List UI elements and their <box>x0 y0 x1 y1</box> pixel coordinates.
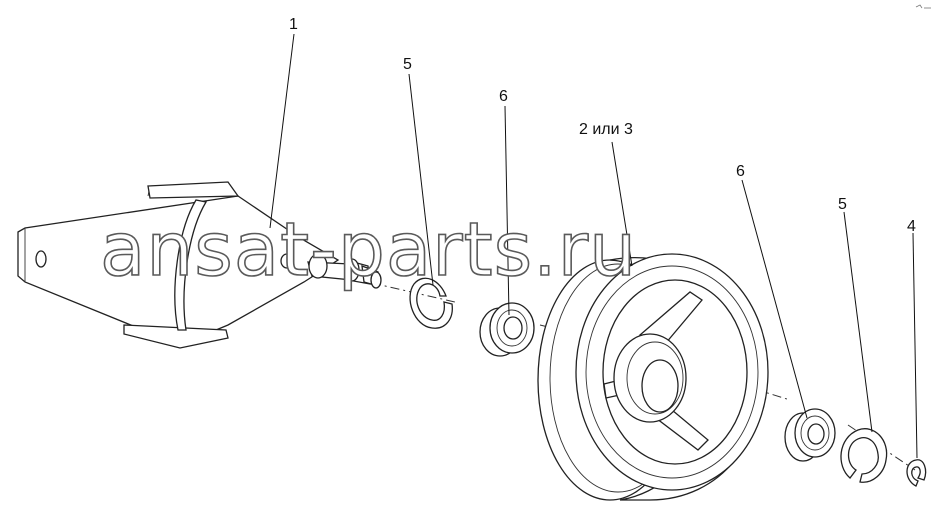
label-part-4: 4 <box>907 218 916 235</box>
label-part-6-right: 6 <box>736 163 745 180</box>
label-part-6-left: 6 <box>499 88 508 105</box>
part-5-snap-ring-left <box>409 277 453 329</box>
mounting-hole-icon <box>35 250 47 268</box>
label-part-5-right: 5 <box>838 196 847 213</box>
watermark-text: ansat-parts.ru <box>100 207 637 293</box>
part-6-bearing-left <box>479 302 535 357</box>
part-6-bearing-right <box>784 408 836 462</box>
part-2-or-3-pulley <box>537 253 769 501</box>
part-4-clip <box>906 459 927 487</box>
leader-lines <box>269 33 918 459</box>
part-5-snap-ring-right <box>840 428 888 483</box>
label-part-2-or-3: 2 или 3 <box>579 121 633 138</box>
corner-mark-icon <box>915 4 931 9</box>
label-part-1: 1 <box>289 16 298 33</box>
part-1-bracket <box>17 181 382 349</box>
label-part-5-left: 5 <box>403 56 412 73</box>
